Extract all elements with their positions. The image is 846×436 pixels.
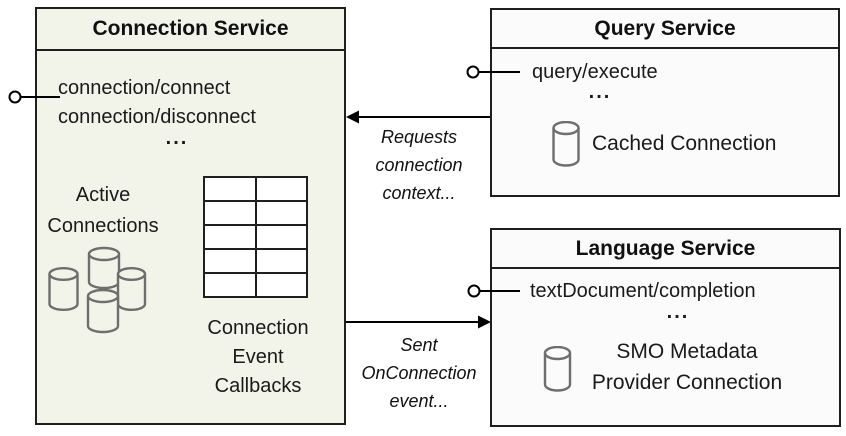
language-methods-ellipsis: ...	[666, 301, 690, 323]
connection-disconnect-method: connection/disconnect	[58, 106, 256, 128]
active-connections-label: Active Connections	[43, 180, 163, 242]
callback-table-cell	[205, 274, 255, 296]
smo-metadata-provider-label: SMO Metadata Provider Connection	[587, 336, 787, 398]
query-methods-ellipsis: ...	[588, 81, 612, 103]
callbacks-label-line: Event	[232, 346, 284, 368]
edge-label-line: event...	[389, 391, 449, 411]
connection-event-callbacks-label: Connection Event Callbacks	[193, 314, 323, 401]
callback-table-cell	[205, 226, 255, 248]
active-connections-label-line: Active	[75, 184, 131, 206]
callback-table-cell	[205, 250, 255, 272]
edge-label-line: OnConnection	[361, 363, 477, 383]
connection-connect-method: connection/connect	[58, 77, 231, 99]
callbacks-label-line: Callbacks	[214, 375, 302, 397]
requests-connection-arrow	[346, 110, 490, 124]
callback-table-cell	[256, 250, 306, 272]
sent-onconnection-event-label: Sent OnConnection event...	[349, 331, 489, 415]
smo-label-line: Provider Connection	[591, 371, 783, 394]
callback-table-cell	[205, 178, 255, 200]
query-service-box: Query Service query/execute ... Cached C…	[490, 8, 840, 197]
textdocument-completion-method: textDocument/completion	[530, 280, 756, 302]
language-service-title: Language Service	[492, 230, 839, 269]
active-connections-label-line: Connections	[47, 215, 159, 237]
edge-label-line: Sent	[400, 335, 438, 355]
callback-table-cell	[256, 202, 306, 224]
connection-service-title: Connection Service	[37, 9, 344, 51]
callback-table-cell	[256, 226, 306, 248]
callback-table-cell	[256, 178, 306, 200]
database-cluster-icon	[48, 246, 147, 334]
requests-connection-context-label: Requests connection context...	[349, 123, 489, 207]
sent-onconnection-arrow	[346, 315, 491, 329]
edge-label-line: Requests	[380, 127, 458, 147]
callbacks-label-line: Connection	[207, 317, 309, 339]
callback-table-cell	[205, 202, 255, 224]
connection-methods-ellipsis: ...	[165, 127, 189, 149]
smo-label-line: SMO Metadata	[616, 340, 758, 363]
callback-table	[203, 176, 308, 298]
query-service-title: Query Service	[492, 10, 838, 49]
database-cylinder-icon	[552, 121, 580, 167]
language-service-box: Language Service textDocument/completion…	[490, 228, 841, 427]
connection-service-box: Connection Service connection/connect co…	[35, 7, 346, 425]
database-cylinder-icon	[543, 346, 572, 392]
callback-table-cell	[256, 274, 306, 296]
cached-connection-label: Cached Connection	[592, 132, 777, 155]
query-execute-method: query/execute	[532, 61, 658, 83]
edge-label-line: connection	[375, 155, 463, 175]
edge-label-line: context...	[382, 183, 456, 203]
